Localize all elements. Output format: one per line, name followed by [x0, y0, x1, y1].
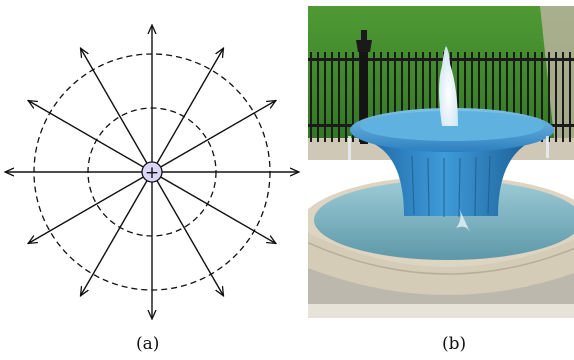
- panel-b-fountain-photo: [308, 6, 574, 318]
- charge-symbol: +: [145, 163, 159, 183]
- fence-bar: [548, 52, 550, 142]
- water-spill: [348, 136, 549, 232]
- field-line-2: [151, 49, 223, 173]
- water-jet: [439, 46, 458, 126]
- caption-b: (b): [442, 334, 467, 354]
- fence-bar: [506, 52, 508, 142]
- fence-bar: [562, 52, 564, 142]
- curb: [308, 304, 574, 318]
- field-line-1: [151, 101, 275, 173]
- fence-bar: [352, 52, 354, 142]
- fence-bar: [331, 52, 333, 142]
- panel-a-field-diagram: +: [0, 0, 305, 330]
- fence-bar: [415, 52, 417, 142]
- fence-bar: [541, 52, 543, 142]
- fence-bar: [534, 52, 536, 142]
- fence-bar: [436, 52, 438, 142]
- fence-bar: [310, 52, 312, 142]
- field-line-10: [151, 171, 223, 295]
- pool-water: [314, 180, 574, 260]
- fence-bar: [373, 52, 375, 142]
- basin-wall: [308, 232, 574, 295]
- fence-bar: [555, 52, 557, 142]
- caption-a: (a): [136, 334, 160, 354]
- fence-bar: [324, 52, 326, 142]
- fence-bar: [429, 52, 431, 142]
- field-lines: [6, 26, 298, 318]
- fence-bar: [485, 52, 487, 142]
- fountain-pedestal: [370, 140, 534, 216]
- fence-bar: [478, 52, 480, 142]
- positive-charge: [141, 161, 163, 183]
- fence-bar: [317, 52, 319, 142]
- fence-bar: [457, 52, 459, 142]
- fence-bar: [527, 52, 529, 142]
- fence-bar: [520, 52, 522, 142]
- fence-bar: [492, 52, 494, 142]
- fountain-photo: [308, 6, 574, 318]
- field-line-4: [81, 49, 153, 173]
- fence-bar: [471, 52, 473, 142]
- fence-bar: [345, 52, 347, 142]
- fence-bar: [569, 52, 571, 142]
- fence-bar: [464, 52, 466, 142]
- radial-field-diagram: +: [0, 0, 305, 330]
- fence-bar: [380, 52, 382, 142]
- fence-bar: [408, 52, 410, 142]
- field-line-8: [81, 171, 153, 295]
- lamp-post: [356, 30, 372, 144]
- field-line-11: [151, 171, 275, 243]
- fence-bar: [401, 52, 403, 142]
- fence-bar: [422, 52, 424, 142]
- fence-bar: [394, 52, 396, 142]
- fence-bar: [338, 52, 340, 142]
- fence-bar: [499, 52, 501, 142]
- field-line-5: [29, 101, 153, 173]
- field-line-7: [29, 171, 153, 243]
- fence-bar: [513, 52, 515, 142]
- fence-bar: [387, 52, 389, 142]
